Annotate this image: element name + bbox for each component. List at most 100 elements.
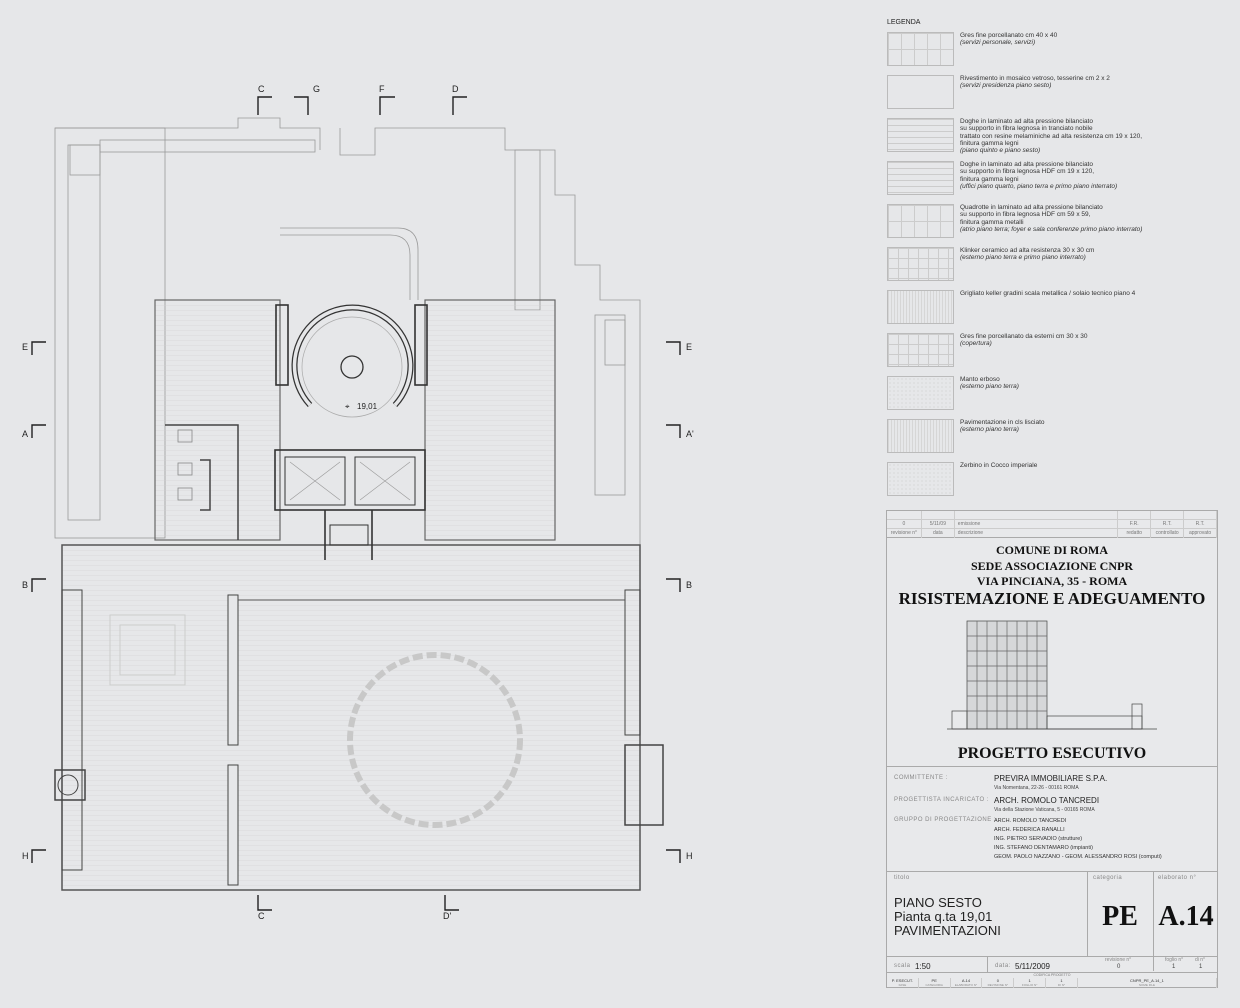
section-marker-c-bottom: C — [258, 911, 265, 921]
legend-line: Zerbino in Cocco imperiale — [960, 462, 1038, 469]
legend-text: Klinker ceramico ad alta resistenza 30 x… — [960, 247, 1094, 290]
spiral-stair — [291, 304, 414, 418]
rev-checked: R.T. — [1151, 520, 1185, 528]
codifica-value: P. ESECUT. — [891, 978, 914, 983]
left-wing-floor — [154, 299, 281, 541]
legend-swatch — [887, 333, 954, 367]
section-marker-b-right: B — [686, 580, 693, 590]
data-value: 5/11/2009 — [1015, 962, 1050, 971]
legend-note: (esterno piano terra) — [960, 426, 1019, 434]
legend-text: Grigliato keller gradini scala metallica… — [960, 290, 1135, 333]
codifica-value: 1 — [1028, 978, 1031, 983]
rev-drawn: F.R. — [1118, 520, 1152, 528]
section-marker-a-left: A — [22, 429, 29, 439]
codifica-value: 0 — [996, 978, 999, 983]
legend-swatch — [887, 462, 954, 496]
revisione-value: 0 — [1117, 964, 1121, 970]
legend-item: Doghe in laminato ad alta pressione bila… — [887, 161, 1227, 204]
categoria-value: PE — [1102, 901, 1138, 932]
legend-item: Doghe in laminato ad alta pressione bila… — [887, 118, 1227, 161]
member: ARCH. ROMOLO TANCREDI — [994, 818, 1067, 824]
legend-item: Gres fine porcellanato cm 40 x 40(serviz… — [887, 32, 1227, 75]
section-marker-b-left: B — [22, 580, 29, 590]
rev-header: redatto — [1118, 529, 1152, 538]
foglio-value: 1 — [1172, 964, 1176, 970]
codifica-label: CODIFICA PROGETTO — [1033, 973, 1071, 977]
legend-line: finitura gamma metalli — [960, 218, 1024, 226]
legend-swatch — [887, 118, 954, 152]
phase-title: PROGETTO ESECUTIVO — [957, 745, 1147, 762]
legend-line: Pavimentazione in cls lisciato — [960, 419, 1045, 426]
di-label: di n° — [1195, 957, 1206, 963]
legend-swatch — [887, 32, 954, 66]
codifica-label: DI N° — [1057, 983, 1066, 987]
legend-item: Manto erboso(esterno piano terra) — [887, 376, 1227, 419]
legend-line: Rivestimento in mosaico vetroso, tesseri… — [960, 75, 1110, 82]
legend-note: (piano quinto e piano sesto) — [960, 147, 1041, 155]
legend-line: Klinker ceramico ad alta resistenza 30 x… — [960, 247, 1095, 254]
right-wing-floor — [424, 299, 556, 541]
legend-line: su supporto in fibra legnosa HDF cm 59 x… — [960, 211, 1091, 219]
legend-text: Doghe in laminato ad alta pressione bila… — [960, 161, 1117, 204]
legend-text: Gres fine porcellanato cm 40 x 40(serviz… — [960, 32, 1057, 75]
legend-line: Grigliato keller gradini scala metallica… — [960, 290, 1136, 297]
title-line: Pianta q.ta 19,01 — [894, 909, 993, 924]
section-marker-e-left: E — [22, 342, 29, 352]
project-title: RISISTEMAZIONE E ADEGUAMENTO — [898, 589, 1206, 608]
legend-swatch — [887, 419, 954, 453]
legend-swatch — [887, 290, 954, 324]
section-marker-d: D — [452, 84, 459, 94]
rev-header: approvato — [1184, 529, 1218, 538]
legend-swatch — [887, 247, 954, 281]
legend-text: Zerbino in Cocco imperiale — [960, 462, 1037, 505]
member: ING. STEFANO DENTAMARO (impianti) — [994, 845, 1093, 851]
rev-header: descrizione — [955, 529, 1119, 538]
legend-item: Zerbino in Cocco imperiale — [887, 462, 1227, 505]
rev-header: revisione n° — [887, 529, 922, 538]
legend-text: Gres fine porcellanato da esterni cm 30 … — [960, 333, 1088, 376]
heading-line: COMUNE DI ROMA — [996, 543, 1108, 557]
legend-line: Manto erboso — [960, 376, 1000, 383]
legend-swatch — [887, 75, 954, 109]
legend-note: (servizi presidenza piano sesto) — [960, 82, 1052, 90]
foglio-label: foglio n° — [1165, 957, 1184, 963]
legend-item: Gres fine porcellanato da esterni cm 30 … — [887, 333, 1227, 376]
section-marker-e-right: E — [686, 342, 693, 352]
rev-header: controllato — [1151, 529, 1185, 538]
data-label: data: — [995, 963, 1011, 969]
legend-line: finitura gamma legni — [960, 175, 1019, 183]
gruppo-label: GRUPPO DI PROGETTAZIONE : — [894, 817, 997, 823]
legend-text: Rivestimento in mosaico vetroso, tesseri… — [960, 75, 1110, 118]
section-marker-c: C — [258, 84, 265, 94]
title-line: PAVIMENTAZIONI — [894, 923, 1001, 938]
scala-value: 1:50 — [915, 962, 931, 971]
drawing-title: PIANO SESTO Pianta q.ta 19,01 PAVIMENTAZ… — [894, 896, 1001, 938]
codifica-label: REVISIONE N° — [987, 983, 1009, 987]
legend-line: su supporto in fibra legnosa in tranciat… — [960, 125, 1093, 133]
categoria-label: categoria — [1093, 875, 1123, 881]
rev-number: 0 — [887, 520, 922, 528]
codifica-value: CNPR_PE_A.14_1 — [1130, 978, 1164, 983]
legend-line: Gres fine porcellanato da esterni cm 30 … — [960, 333, 1088, 340]
revisione-label: revisione n° — [1105, 957, 1132, 963]
legend-line: trattato con resine melaminiche ad alta … — [960, 132, 1143, 140]
codifica-label: ELABORATO N° — [954, 983, 978, 987]
titolo-label: titolo — [894, 875, 910, 881]
rev-approved: R.T. — [1184, 520, 1218, 528]
legend-note: (esterno piano terra e primo piano inter… — [960, 254, 1086, 262]
legend-item: Grigliato keller gradini scala metallica… — [887, 290, 1227, 333]
legend-note: (uffici piano quarto, piano terra e prim… — [960, 182, 1118, 190]
rev-header: data — [922, 529, 955, 538]
legend-line: Doghe in laminato ad alta pressione bila… — [960, 118, 1093, 125]
level-mark: 19,01 — [357, 402, 378, 411]
legend-line: Gres fine porcellanato cm 40 x 40 — [960, 32, 1058, 39]
codifica-label: FOGLIO N° — [1021, 983, 1038, 987]
legend-note: (esterno piano terra) — [960, 383, 1019, 391]
section-marker-f: F — [379, 84, 385, 94]
legend-line: Quadrotte in laminato ad alta pressione … — [960, 204, 1103, 211]
